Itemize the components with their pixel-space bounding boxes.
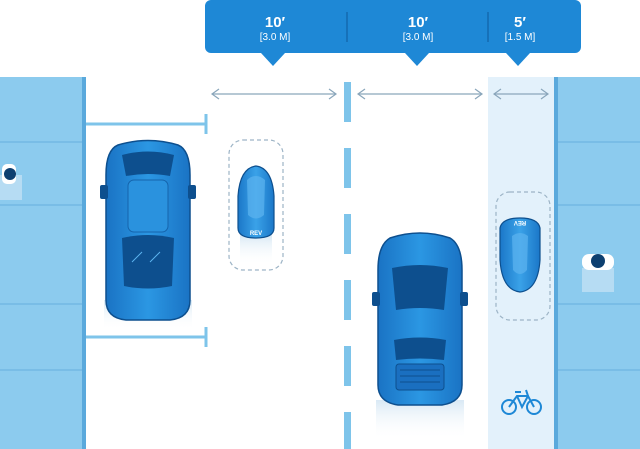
lane-width-feet-1: 10′: [265, 14, 286, 31]
lane-width-meters-1: [3.0 M]: [260, 32, 291, 43]
pedestrian-icon: [0, 164, 22, 200]
lane-width-meters-3: [1.5 M]: [505, 32, 536, 43]
parking-markers: [86, 114, 208, 347]
rev-label-left: REV: [250, 231, 262, 237]
rev-label-right: REV: [514, 219, 526, 225]
moving-car: [372, 232, 468, 440]
lane-width-feet-2: 10′: [408, 14, 429, 31]
left-sidewalk: [0, 77, 86, 449]
rev-vehicle-left: REV: [228, 139, 284, 271]
dimension-arrow-3: [492, 88, 550, 100]
lane-width-meters-2: [3.0 M]: [403, 32, 434, 43]
dimension-arrow-2: [356, 88, 484, 100]
measurement-callout: 10′ [3.0 M] 10′ [3.0 M] 5′ [1.5 M]: [205, 0, 581, 66]
rev-vehicle-right: REV: [495, 191, 551, 321]
bicycle-icon: [501, 389, 542, 415]
parked-car: [100, 139, 196, 330]
lane-width-feet-3: 5′: [514, 14, 526, 31]
dimension-arrow-1: [210, 88, 338, 100]
pedestrian-icon: [582, 254, 614, 292]
center-lane-line: [344, 82, 351, 449]
